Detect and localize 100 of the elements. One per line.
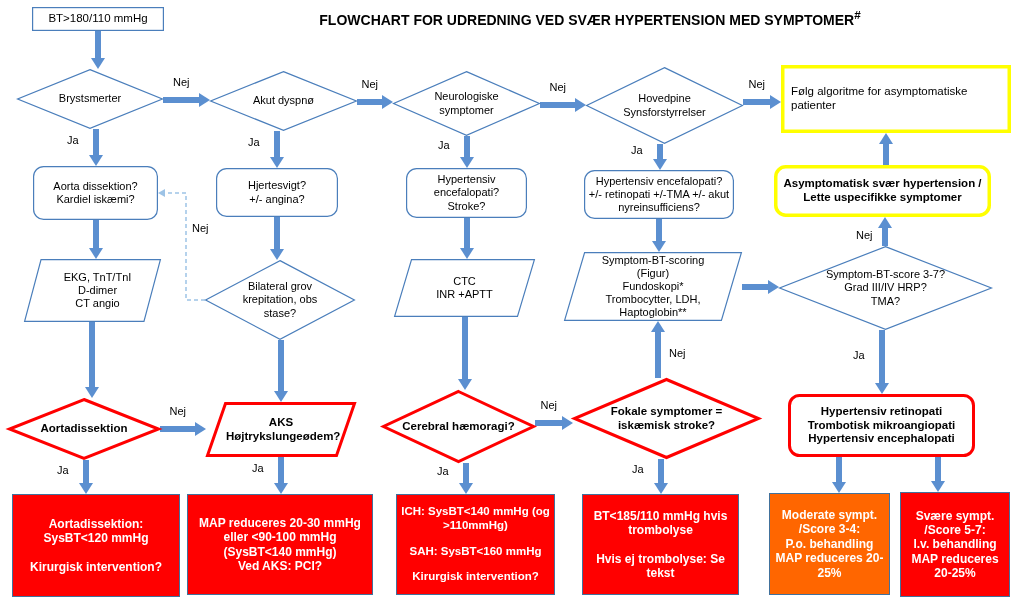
block-arrow [540, 98, 586, 112]
edge-label: Ja [247, 136, 261, 149]
block-arrow [460, 136, 474, 168]
node-text: MAP reduceres 20-25% [910, 551, 1000, 581]
process-box [781, 65, 1011, 133]
node-text: Bilateral grov krepitation, obs stase? [241, 280, 319, 320]
decision-diamond [205, 260, 355, 340]
decision-diamond [393, 71, 540, 136]
rounded-box [788, 394, 975, 457]
process-box [769, 493, 890, 595]
dashed-arrow [158, 189, 206, 301]
node-text: Hypertensiv encefalopati? +/- retinopati +/-TMA +/- akut nyreinsufficiens? [588, 174, 730, 215]
block-arrow [274, 340, 288, 402]
block-arrow [89, 129, 103, 166]
block-arrow [357, 95, 393, 109]
node-text: Symptom-BT-score 3-7? [824, 268, 947, 282]
node-text: Akut dyspnø [251, 94, 316, 108]
block-arrow [460, 218, 474, 259]
edge-label: Ja [852, 348, 866, 361]
node-text: Hjertesvigt? [246, 179, 308, 193]
node-text: D-dimer [76, 283, 119, 298]
node-text: Trombotisk mikroangiopati [806, 418, 957, 433]
node-text: SAH: SysBT<160 mmHg [408, 544, 543, 559]
node-text: Aorta dissektion? [52, 179, 139, 193]
decision-diamond [779, 246, 992, 330]
process-box [12, 494, 180, 597]
node-text: Cerebral hæmoragi? [401, 419, 516, 434]
block-arrow [931, 457, 945, 492]
block-arrow [91, 31, 105, 69]
node-text: Kirurgisk intervention? [29, 559, 163, 575]
node-text: Hvis ej trombolyse: Se tekst [595, 551, 726, 581]
node-text: TMA? [869, 294, 902, 308]
edge-label: Nej [360, 78, 379, 91]
data-parallelogram [564, 252, 742, 321]
data-parallelogram [206, 402, 356, 457]
node-text: Hypertensiv retinopati [819, 404, 944, 419]
node-text: Trombocytter, LDH, Haptoglobin** [604, 293, 702, 320]
block-arrow [85, 322, 99, 398]
node-text: Asymptomatisk svær hypertension / Lette uspecifikke symptomer [782, 177, 983, 205]
block-arrow [270, 217, 284, 260]
node-text: Moderate sympt. /Score 3-4: [780, 508, 879, 537]
rounded-box [774, 165, 991, 217]
block-arrow [832, 457, 846, 493]
node-text: Grad III/IV HRP? [843, 281, 928, 295]
edge-label: Ja [630, 143, 644, 156]
rounded-box [33, 166, 158, 220]
block-arrow [163, 93, 210, 107]
node-text: Kirurgisk intervention? [411, 570, 540, 585]
chart-title: FLOWCHART FOR UDREDNING VED SVÆR HYPERTENSION MED SYMPTOMER$^{#}$ [318, 8, 862, 28]
process-box [582, 494, 739, 595]
block-arrow [89, 220, 103, 259]
block-arrow [459, 463, 473, 494]
process-box [32, 7, 164, 31]
node-text: Kardiel iskæmi? [55, 193, 136, 207]
block-arrow [79, 460, 93, 494]
edge-label: Nej [191, 222, 210, 235]
edge-label: Nej [172, 76, 191, 89]
node-text: Hovedpine [637, 92, 692, 106]
edge-label: Nej [747, 78, 766, 91]
node-text: Følg algoritme for asymptomatiske patienter [791, 85, 969, 113]
edge-label: Nej [168, 405, 187, 418]
rounded-box [406, 168, 527, 218]
edge-label: Nej [855, 229, 874, 242]
edge-label: Nej [668, 347, 687, 360]
block-arrow [875, 330, 889, 394]
rounded-box [216, 168, 338, 217]
node-text: AKS [267, 415, 295, 430]
node-text: EKG, TnT/TnI [62, 270, 133, 284]
node-text: Svære sympt. /Score 5-7: [914, 508, 996, 538]
block-arrow [878, 217, 892, 246]
decision-diamond [8, 398, 160, 460]
edge-label: Ja [436, 465, 450, 478]
edge-label: Nej [539, 399, 558, 412]
node-text: Ved AKS: PCI? [237, 558, 323, 574]
node-text: Synsforstyrrelser [622, 105, 707, 119]
block-arrow [458, 317, 472, 390]
node-text: Hypertensiv encefalopati? [432, 173, 501, 200]
data-parallelogram [394, 259, 535, 317]
process-box [900, 492, 1010, 597]
decision-diamond [586, 67, 743, 144]
block-arrow [652, 219, 666, 252]
edge-label: Ja [631, 463, 645, 476]
decision-diamond [17, 69, 163, 129]
process-box [187, 494, 373, 595]
decision-diamond [382, 390, 535, 463]
block-arrow [653, 144, 667, 170]
edge-label: Ja [56, 463, 70, 476]
edge-label: Nej [548, 81, 567, 94]
node-text: Aortadissektion [39, 422, 129, 436]
block-arrow [654, 459, 668, 494]
node-text: Brystsmerter [57, 92, 123, 106]
decision-diamond [210, 71, 357, 131]
node-text: ICH: SysBT<140 mmHg (og >110mmHg) [400, 504, 551, 533]
node-text: I.v. behandling [912, 537, 998, 552]
decision-diamond [573, 378, 760, 459]
block-arrow [270, 131, 284, 168]
node-text: Fundoskopi* [621, 279, 685, 294]
node-text: (SysBT<140 mmHg) [222, 544, 338, 559]
node-text: Fokale symptomer = iskæmisk stroke? [609, 404, 724, 433]
node-text: BT>180/110 mmHg [47, 12, 149, 26]
